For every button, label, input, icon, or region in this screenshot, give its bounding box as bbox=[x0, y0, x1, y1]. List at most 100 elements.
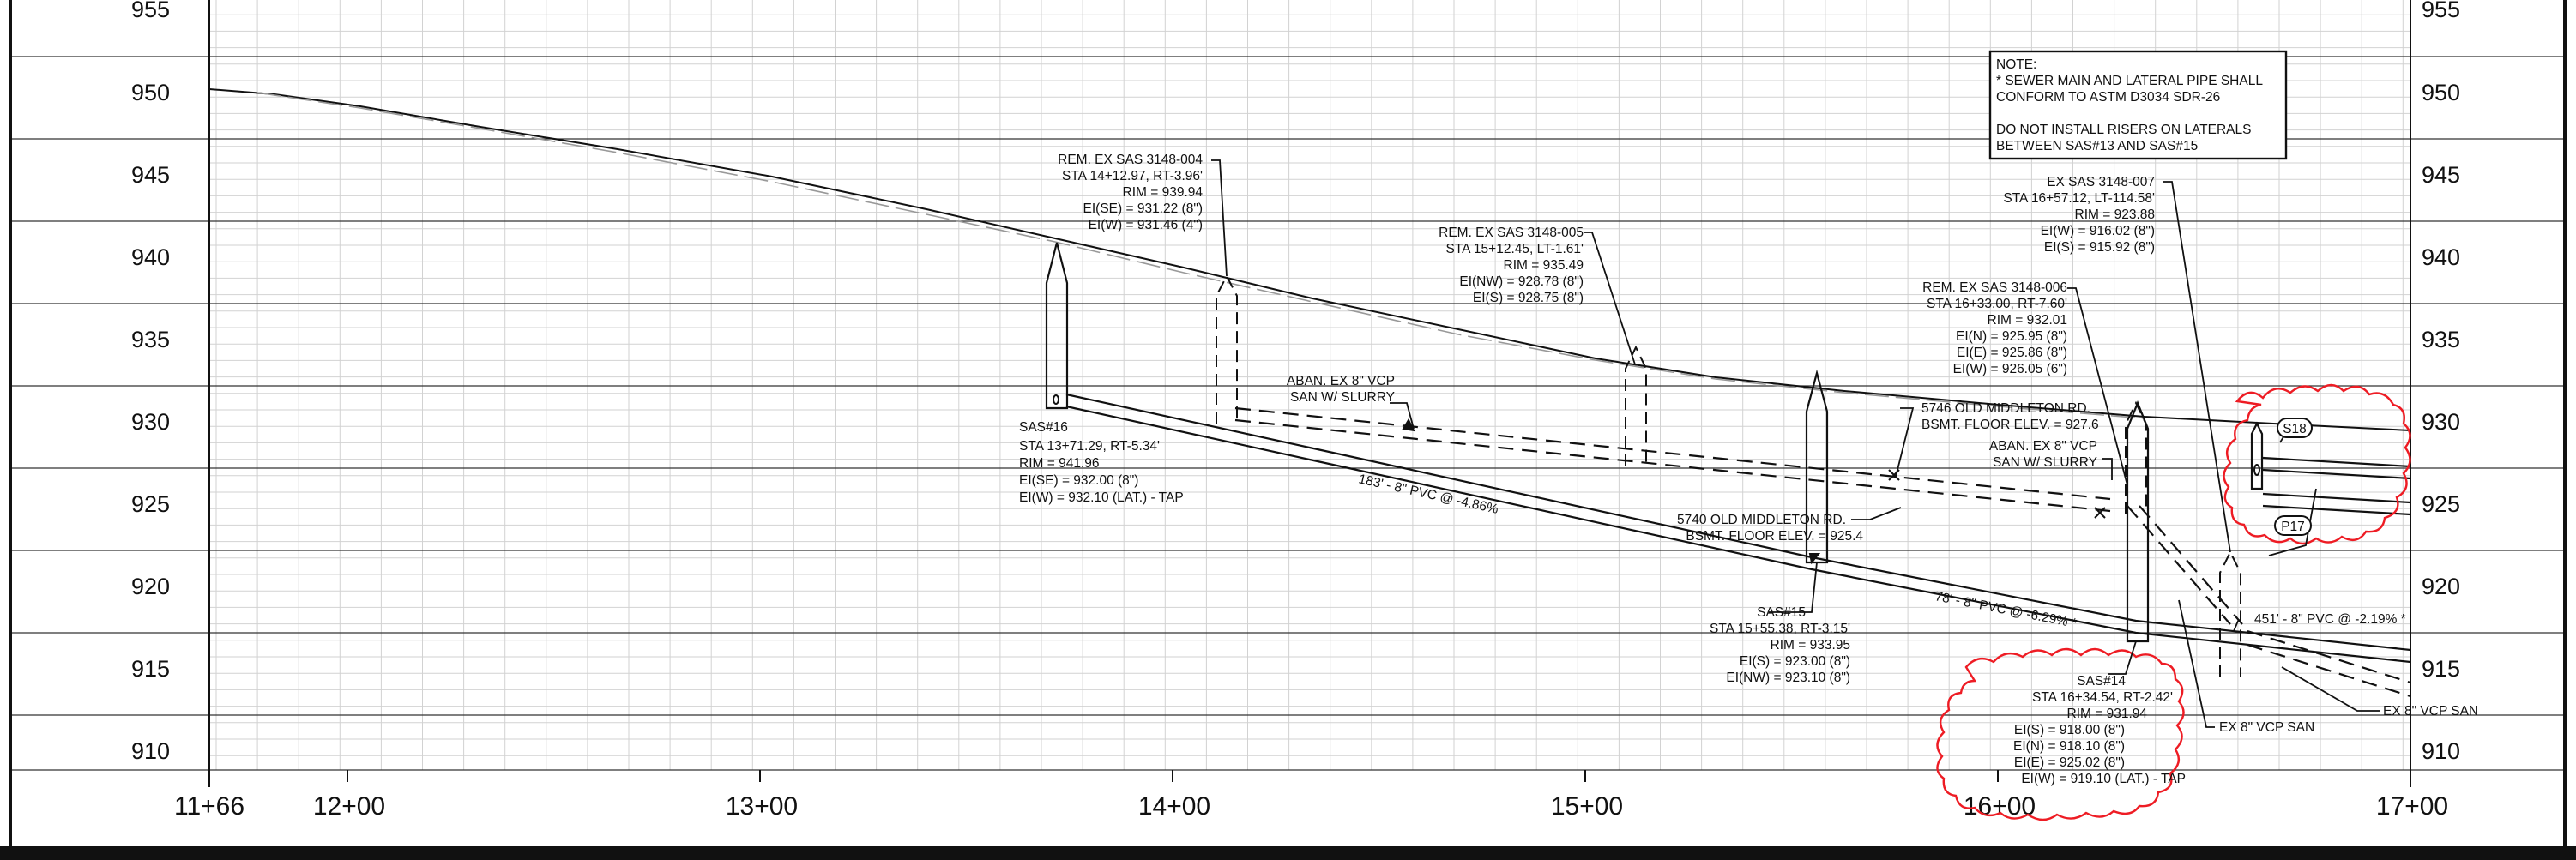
rem005-rim: RIM = 935.49 bbox=[1504, 258, 1584, 273]
sas14-invert: EI(S) = 918.00 (8") bbox=[2014, 723, 2125, 737]
sas14-rim: RIM = 931.94 bbox=[2067, 707, 2148, 721]
structure-rem005 bbox=[1625, 345, 1647, 466]
elev-label: 910 bbox=[131, 738, 170, 764]
rem005-name: REM. EX SAS 3148-005 bbox=[1439, 226, 1584, 240]
tag-s18: S18 bbox=[2277, 418, 2313, 438]
elev-label: 930 bbox=[2422, 409, 2460, 435]
building-5746-address: 5746 OLD MIDDLETON RD. bbox=[1921, 401, 2090, 416]
label-sas14: SAS#14 STA 16+34.54, RT-2.42' RIM = 931.… bbox=[2013, 674, 2186, 786]
sas15-name: SAS#15 bbox=[1757, 605, 1806, 620]
station-label: 15+00 bbox=[1551, 792, 1623, 821]
elev-label: 950 bbox=[2422, 80, 2460, 105]
station-label: 11+66 bbox=[174, 792, 244, 821]
station-label: 13+00 bbox=[726, 792, 798, 821]
rem004-invert: EI(SE) = 931.22 (8") bbox=[1083, 201, 1203, 216]
elev-label: 940 bbox=[2422, 244, 2460, 270]
structure-sas14 bbox=[2126, 400, 2150, 643]
station-label: 14+00 bbox=[1138, 792, 1210, 821]
sas14-invert: EI(E) = 925.02 (8") bbox=[2014, 755, 2125, 770]
rem005-invert: EI(S) = 928.75 (8") bbox=[1473, 291, 1584, 305]
sas15-invert: EI(NW) = 923.10 (8") bbox=[1726, 671, 1850, 685]
building-5746-floor: BSMT. FLOOR ELEV. = 927.6 bbox=[1921, 418, 2099, 432]
rem006-invert: EI(N) = 925.95 (8") bbox=[1956, 329, 2067, 344]
elev-label: 915 bbox=[2422, 656, 2460, 682]
rem004-name: REM. EX SAS 3148-004 bbox=[1058, 153, 1203, 167]
station-label: 17+00 bbox=[2376, 792, 2448, 821]
rem005-station: STA 15+12.45, LT-1.61' bbox=[1445, 242, 1584, 256]
tag-s18-label: S18 bbox=[2283, 422, 2307, 436]
ex-vcp-label: EX 8" VCP SAN bbox=[2219, 720, 2314, 735]
station-ticks bbox=[208, 770, 2411, 787]
rem006-station: STA 16+33.00, RT-7.60' bbox=[1927, 297, 2067, 311]
rem006-invert: EI(W) = 926.05 (6") bbox=[1953, 362, 2067, 376]
building-5740-address: 5740 OLD MIDDLETON RD. bbox=[1677, 513, 1846, 527]
ex007-name: EX SAS 3148-007 bbox=[2047, 175, 2155, 189]
elev-label: 925 bbox=[2422, 491, 2460, 517]
structure-rem006 bbox=[2125, 400, 2147, 514]
elevation-labels-left: 955 950 945 940 935 930 925 920 915 910 bbox=[131, 0, 170, 764]
rem006-name: REM. EX SAS 3148-006 bbox=[1922, 280, 2067, 295]
elev-label: 935 bbox=[131, 327, 170, 352]
elev-label: 925 bbox=[131, 491, 170, 517]
revision-cloud-right bbox=[2223, 383, 2411, 545]
note-line: BETWEEN SAS#13 AND SAS#15 bbox=[1996, 139, 2198, 153]
note-line: * SEWER MAIN AND LATERAL PIPE SHALL bbox=[1996, 74, 2263, 88]
note-line: CONFORM TO ASTM D3034 SDR-26 bbox=[1996, 90, 2220, 105]
elev-label: 935 bbox=[2422, 327, 2460, 352]
structure-sas15 bbox=[1805, 369, 1829, 564]
label-rem006: REM. EX SAS 3148-006 STA 16+33.00, RT-7.… bbox=[1922, 280, 2067, 376]
rem004-invert: EI(W) = 931.46 (4") bbox=[1089, 218, 1203, 232]
sas16-name: SAS#16 bbox=[1019, 420, 1068, 435]
elev-label: 950 bbox=[131, 80, 170, 105]
structure-lateral-riser bbox=[2250, 421, 2264, 490]
elevation-labels-right: 955 950 945 940 935 930 925 920 915 910 bbox=[2422, 0, 2460, 764]
revision-cloud-bottom bbox=[1936, 647, 2185, 821]
building-5740-floor: BSMT. FLOOR ELEV. = 925.4 bbox=[1686, 529, 1863, 544]
elev-label: 930 bbox=[131, 409, 170, 435]
ex007-invert: EI(W) = 916.02 (8") bbox=[2041, 224, 2155, 238]
elev-label: 945 bbox=[131, 162, 170, 188]
elev-label: 920 bbox=[2422, 574, 2460, 599]
elev-label: 955 bbox=[131, 0, 170, 22]
leader-lines bbox=[1211, 159, 2380, 728]
flow-arrows bbox=[1402, 418, 1821, 565]
elev-label: 940 bbox=[131, 244, 170, 270]
ex007-station: STA 16+57.12, LT-114.58' bbox=[2003, 191, 2155, 206]
elev-label: 920 bbox=[131, 574, 170, 599]
lateral-pipes bbox=[2262, 456, 2411, 516]
pvc-pipe-label: 451' - 8" PVC @ -2.19% * bbox=[2254, 612, 2406, 627]
sas16-invert: EI(W) = 932.10 (LAT.) - TAP bbox=[1019, 490, 1184, 505]
aban-pipe-label: SAN W/ SLURRY bbox=[1993, 455, 2097, 470]
label-rem004: REM. EX SAS 3148-004 STA 14+12.97, RT-3.… bbox=[1058, 153, 1203, 232]
elev-label: 915 bbox=[131, 656, 170, 682]
sas15-rim: RIM = 933.95 bbox=[1771, 638, 1850, 653]
rem004-station: STA 14+12.97, RT-3.96' bbox=[1062, 169, 1203, 183]
tag-p17: P17 bbox=[2274, 515, 2312, 536]
proposed-ground-line bbox=[256, 92, 2145, 419]
station-labels: 11+66 12+00 13+00 14+00 15+00 16+00 17+0… bbox=[174, 792, 2448, 821]
sas14-name: SAS#14 bbox=[2077, 674, 2126, 689]
rem004-rim: RIM = 939.94 bbox=[1123, 185, 1204, 200]
label-sas16: SAS#16 STA 13+71.29, RT-5.34' RIM = 941.… bbox=[1019, 420, 1184, 505]
rem005-invert: EI(NW) = 928.78 (8") bbox=[1459, 274, 1584, 289]
proposed-sewer-main bbox=[1065, 393, 2411, 664]
note-box: NOTE: * SEWER MAIN AND LATERAL PIPE SHAL… bbox=[1988, 50, 2288, 160]
sas16-invert: EI(SE) = 932.00 (8") bbox=[1019, 473, 1138, 488]
structure-sas16 bbox=[1045, 242, 1069, 410]
ex-vcp-label: EX 8" VCP SAN bbox=[2383, 704, 2478, 719]
rem006-rim: RIM = 932.01 bbox=[1988, 313, 2067, 328]
label-ex007: EX SAS 3148-007 STA 16+57.12, LT-114.58'… bbox=[2003, 175, 2155, 255]
elev-label: 910 bbox=[2422, 738, 2460, 764]
abandoned-vcp bbox=[1234, 406, 2411, 698]
existing-ground-line bbox=[208, 88, 2411, 431]
sas14-station: STA 16+34.54, RT-2.42' bbox=[2032, 690, 2173, 705]
elev-label: 955 bbox=[2422, 0, 2460, 22]
sas16-station: STA 13+71.29, RT-5.34' bbox=[1019, 439, 1160, 454]
note-line: DO NOT INSTALL RISERS ON LATERALS bbox=[1996, 123, 2251, 137]
sas14-invert: EI(W) = 919.10 (LAT.) - TAP bbox=[2021, 772, 2186, 786]
sas15-invert: EI(S) = 923.00 (8") bbox=[1740, 654, 1850, 669]
building-labels: 5746 OLD MIDDLETON RD. BSMT. FLOOR ELEV.… bbox=[1677, 401, 2099, 544]
ex007-rim: RIM = 923.88 bbox=[2075, 207, 2155, 222]
